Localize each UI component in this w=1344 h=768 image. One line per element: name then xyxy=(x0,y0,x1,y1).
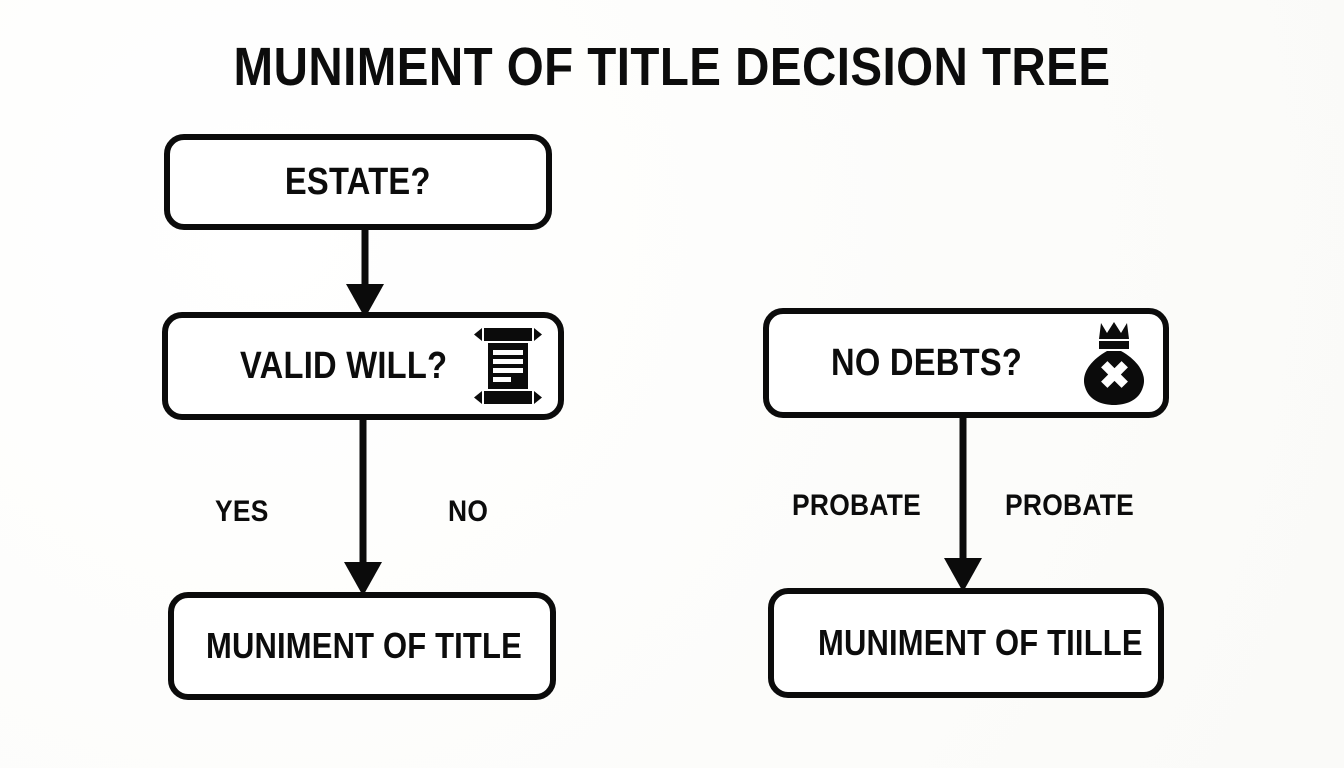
edge-label-probate-left: PROBATE xyxy=(792,489,921,522)
arrow-estate-to-valid-will xyxy=(346,230,384,316)
node-muniment-of-title-left-label: MUNIMENT OF TITLE xyxy=(206,625,522,666)
node-estate-label: ESTATE? xyxy=(285,160,431,203)
page-title: MUNIMENT OF TITLE DECISION TREE xyxy=(233,37,1111,97)
scroll-icon xyxy=(474,328,542,404)
edge-label-yes: YES xyxy=(215,495,269,528)
edge-label-probate-right: PROBATE xyxy=(1005,489,1134,522)
node-no-debts[interactable]: NO DEBTS? xyxy=(763,308,1169,418)
node-valid-will-label: VALID WILL? xyxy=(240,344,448,387)
node-no-debts-label: NO DEBTS? xyxy=(831,341,1023,384)
arrow-valid-will-to-muniment xyxy=(344,420,382,596)
node-muniment-of-title-right[interactable]: MUNIMENT OF TIILLE xyxy=(768,588,1164,698)
node-muniment-of-title-right-label: MUNIMENT OF TIILLE xyxy=(818,622,1143,663)
money-bag-x-icon xyxy=(1083,322,1145,405)
arrow-no-debts-to-muniment xyxy=(944,418,982,592)
edge-label-no: NO xyxy=(448,495,489,528)
node-estate[interactable]: ESTATE? xyxy=(164,134,552,230)
node-muniment-of-title-left[interactable]: MUNIMENT OF TITLE xyxy=(168,592,556,700)
node-valid-will[interactable]: VALID WILL? xyxy=(162,312,564,420)
